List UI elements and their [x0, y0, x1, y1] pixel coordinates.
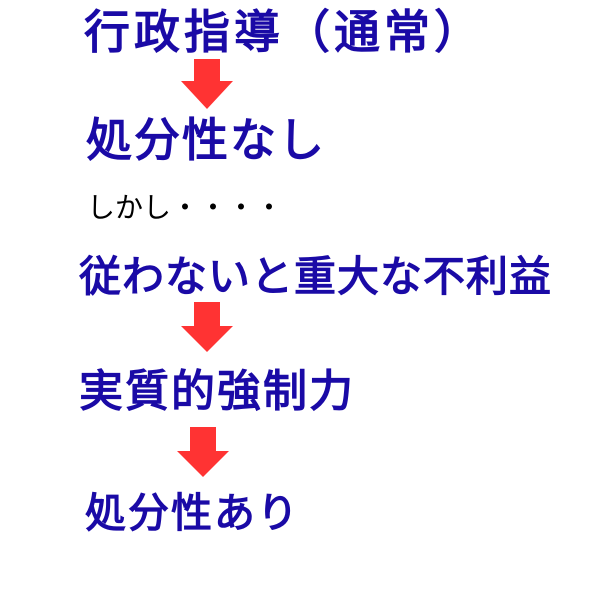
down-arrow-icon	[177, 427, 229, 477]
step-however: しかし・・・・	[87, 191, 284, 224]
step-administrative-guidance: 行政指導（通常）	[84, 5, 484, 59]
step-no-dispositional-nature: 処分性なし	[86, 113, 326, 167]
step-has-dispositional-nature: 処分性あり	[85, 489, 300, 537]
down-arrow-icon	[181, 59, 233, 109]
down-arrow-icon	[181, 302, 233, 352]
step-de-facto-coercion: 実質的強制力	[79, 366, 355, 417]
step-serious-disadvantage: 従わないと重大な不利益	[79, 252, 553, 301]
